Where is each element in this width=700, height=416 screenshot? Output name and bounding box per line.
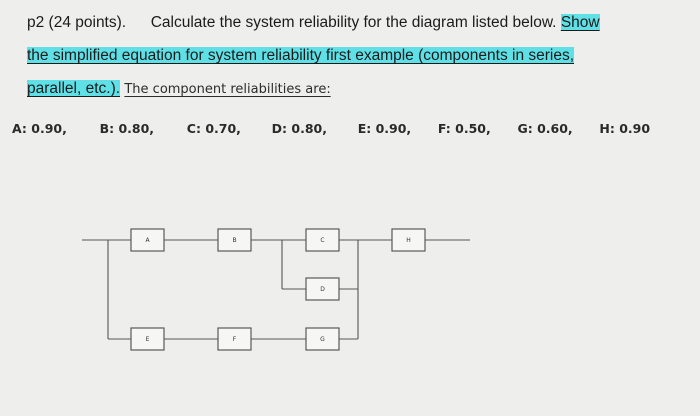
- reliability-e: E: 0.90,: [357, 121, 412, 136]
- block-e-label: E: [146, 336, 150, 343]
- block-h: H: [391, 228, 426, 252]
- block-f-label: F: [233, 336, 237, 343]
- problem-statement-line3: parallel, etc.). The component reliabili…: [27, 80, 331, 98]
- block-h-label: H: [406, 237, 411, 244]
- reliability-c: C: 0.70,: [186, 121, 241, 136]
- problem-number: p2 (24 points).: [27, 14, 127, 31]
- block-d: D: [305, 277, 340, 301]
- block-d-label: D: [320, 286, 325, 293]
- reliability-d: D: 0.80,: [271, 121, 327, 136]
- block-c: C: [305, 228, 340, 252]
- reliability-f: F: 0.50,: [437, 121, 491, 136]
- highlighted-instruction-line2: the simplified equation for system relia…: [27, 47, 575, 64]
- block-g-label: G: [320, 336, 325, 343]
- block-g: G: [305, 327, 340, 351]
- show-word: Show: [560, 14, 600, 31]
- reliability-list: A: 0.90, B: 0.80, C: 0.70, D: 0.80, E: 0…: [12, 121, 650, 136]
- block-a: A: [130, 228, 165, 252]
- block-a-label: A: [145, 237, 150, 244]
- problem-statement-line2: the simplified equation for system relia…: [27, 47, 575, 65]
- highlighted-instruction-line3: parallel, etc.).: [27, 80, 121, 97]
- block-b-label: B: [232, 237, 236, 244]
- component-reliabilities-intro: The component reliabilities are:: [124, 82, 331, 97]
- reliability-a: A: 0.90,: [12, 121, 67, 136]
- reliability-g: G: 0.60,: [517, 121, 573, 136]
- problem-sentence: Calculate the system reliability for the…: [150, 14, 557, 31]
- block-b: B: [217, 228, 252, 252]
- reliability-b: B: 0.80,: [99, 121, 155, 136]
- reliability-h: H: 0.90: [599, 121, 651, 136]
- block-f: F: [217, 327, 252, 351]
- problem-statement-line1: p2 (24 points). Calculate the system rel…: [27, 14, 600, 32]
- block-c-label: C: [320, 237, 324, 244]
- block-e: E: [130, 327, 165, 351]
- diagram-wiring: [82, 239, 470, 340]
